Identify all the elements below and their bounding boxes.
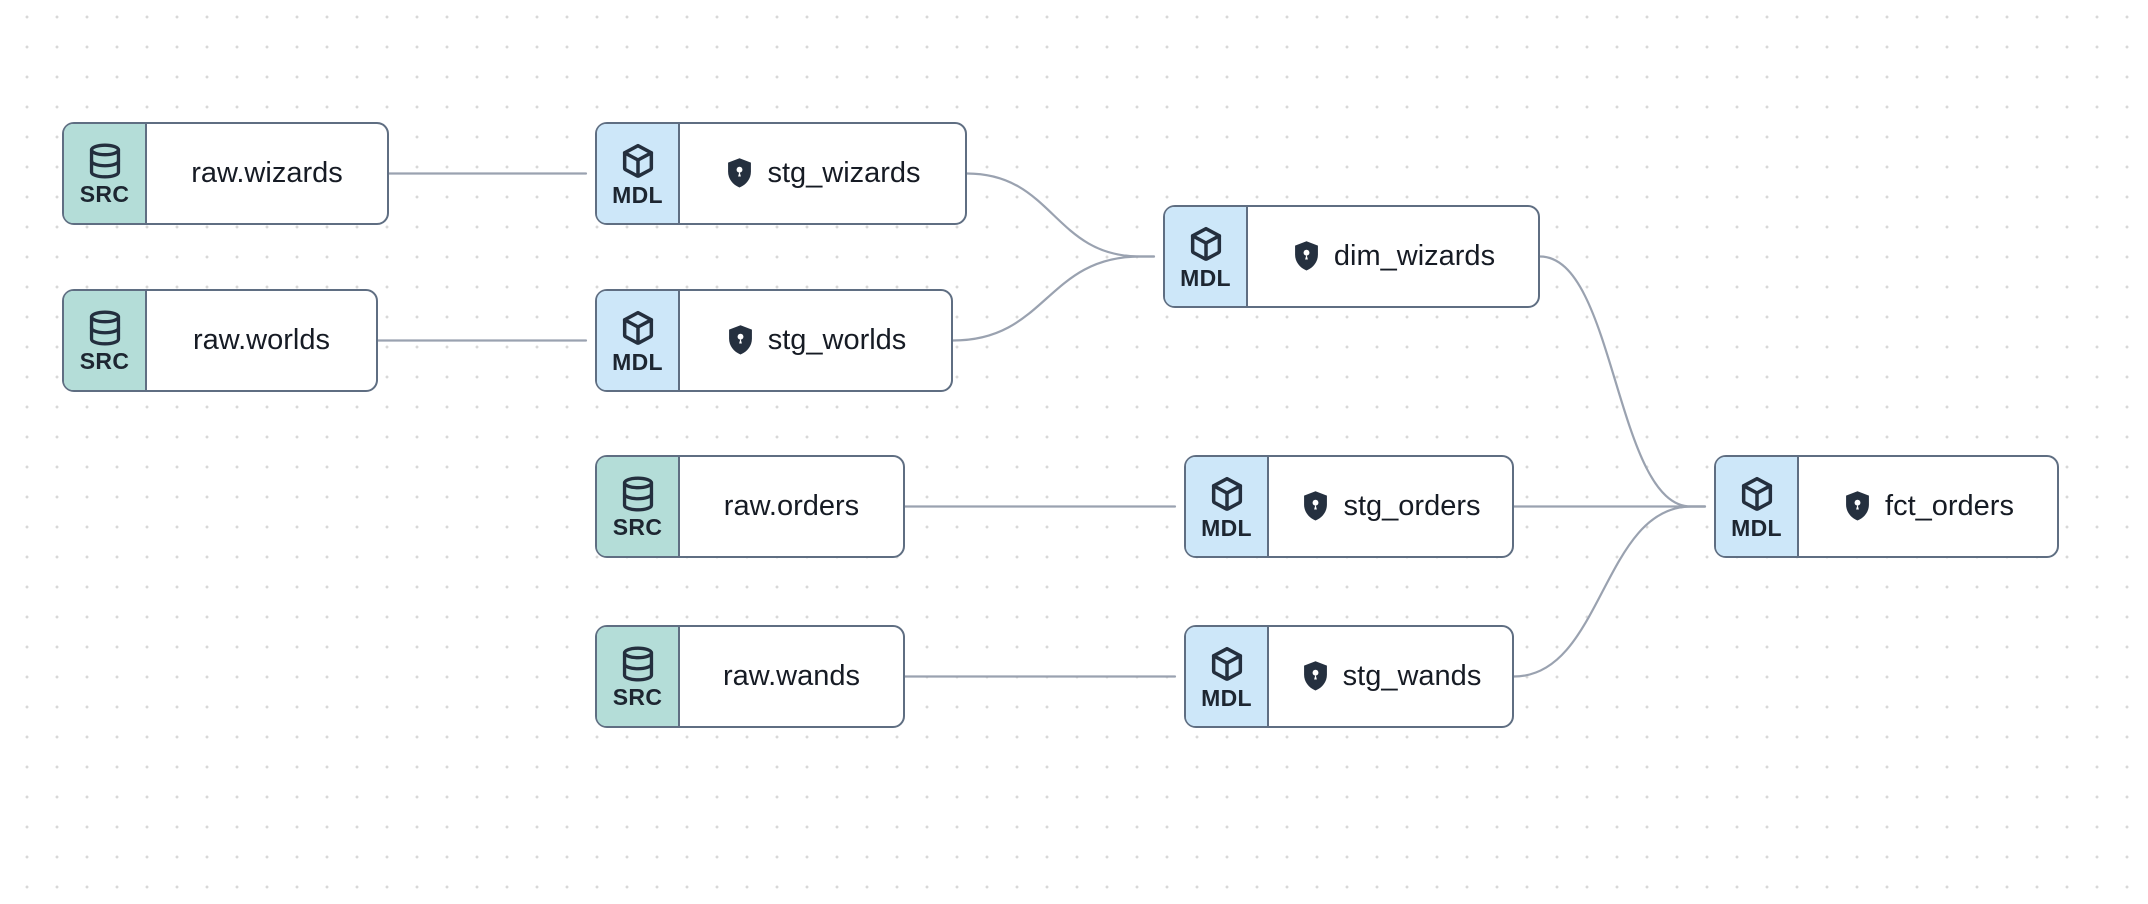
cube-icon: [1186, 224, 1226, 264]
node-type-label: MDL: [1201, 514, 1252, 541]
edge-stg_wands-to-fct_orders: [1512, 505, 1707, 678]
node-body: raw.worlds: [147, 291, 376, 390]
node-fct_orders[interactable]: MDL fct_orders: [1714, 455, 2059, 558]
shield-lock-icon: [1291, 240, 1322, 273]
node-type-label: MDL: [1201, 684, 1252, 711]
node-type-label: SRC: [79, 347, 130, 374]
node-type-label: SRC: [612, 683, 663, 710]
node-type-badge-mdl: MDL: [1716, 457, 1799, 556]
node-label: stg_wizards: [767, 157, 921, 189]
node-body: stg_orders: [1269, 457, 1512, 556]
node-stg_wands[interactable]: MDL stg_wands: [1184, 625, 1514, 728]
node-type-label: MDL: [1731, 514, 1782, 541]
node-type-badge-src: SRC: [64, 291, 147, 390]
node-label: raw.wands: [722, 660, 860, 692]
node-stg_orders[interactable]: MDL stg_orders: [1184, 455, 1514, 558]
node-body: fct_orders: [1799, 457, 2057, 556]
node-raw_wizards[interactable]: SRC raw.wizards: [62, 122, 389, 225]
shield-lock-icon: [725, 324, 756, 357]
node-type-label: MDL: [612, 348, 663, 375]
node-body: raw.orders: [680, 457, 903, 556]
shield-lock-icon: [1300, 660, 1331, 693]
database-icon: [619, 645, 657, 683]
node-type-badge-mdl: MDL: [1186, 627, 1269, 726]
node-stg_wizards[interactable]: MDL stg_wizards: [595, 122, 967, 225]
cube-icon: [618, 308, 658, 348]
node-dim_wizards[interactable]: MDL dim_wizards: [1163, 205, 1540, 308]
node-body: raw.wizards: [147, 124, 387, 223]
node-type-badge-mdl: MDL: [597, 291, 680, 390]
shield-lock-icon: [1300, 490, 1331, 523]
node-label: dim_wizards: [1333, 240, 1496, 272]
node-type-label: MDL: [1180, 264, 1231, 291]
node-label: stg_worlds: [767, 324, 907, 356]
node-label: stg_orders: [1343, 490, 1481, 522]
edge-stg_wizards-to-dim_wizards: [965, 172, 1156, 258]
cube-icon: [618, 141, 658, 181]
node-type-label: SRC: [612, 513, 663, 540]
node-stg_worlds[interactable]: MDL stg_worlds: [595, 289, 953, 392]
node-raw_orders[interactable]: SRC raw.orders: [595, 455, 905, 558]
node-raw_wands[interactable]: SRC raw.wands: [595, 625, 905, 728]
node-type-label: SRC: [79, 180, 130, 207]
node-body: stg_worlds: [680, 291, 951, 390]
node-body: stg_wands: [1269, 627, 1512, 726]
node-body: raw.wands: [680, 627, 903, 726]
node-label: raw.worlds: [193, 324, 330, 356]
node-raw_worlds[interactable]: SRC raw.worlds: [62, 289, 378, 392]
node-body: stg_wizards: [680, 124, 965, 223]
shield-lock-icon: [724, 157, 755, 190]
database-icon: [619, 475, 657, 513]
node-label: raw.orders: [723, 490, 860, 522]
node-type-label: MDL: [612, 181, 663, 208]
node-type-badge-mdl: MDL: [1165, 207, 1248, 306]
node-label: fct_orders: [1885, 490, 2014, 522]
shield-lock-icon: [1842, 490, 1873, 523]
node-type-badge-src: SRC: [597, 627, 680, 726]
edge-dim_wizards-to-fct_orders: [1538, 255, 1707, 508]
edge-stg_worlds-to-dim_wizards: [951, 255, 1156, 342]
database-icon: [86, 309, 124, 347]
node-label: stg_wands: [1342, 660, 1482, 692]
cube-icon: [1207, 644, 1247, 684]
cube-icon: [1737, 474, 1777, 514]
node-body: dim_wizards: [1248, 207, 1538, 306]
node-type-badge-mdl: MDL: [597, 124, 680, 223]
cube-icon: [1207, 474, 1247, 514]
node-type-badge-mdl: MDL: [1186, 457, 1269, 556]
database-icon: [86, 142, 124, 180]
node-label: raw.wizards: [191, 157, 343, 189]
node-type-badge-src: SRC: [64, 124, 147, 223]
node-type-badge-src: SRC: [597, 457, 680, 556]
